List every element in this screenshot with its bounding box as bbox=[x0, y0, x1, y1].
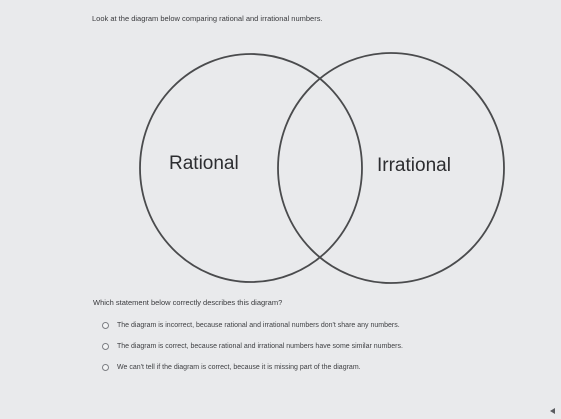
radio-unchecked-icon[interactable] bbox=[102, 342, 109, 350]
answer-option-label: The diagram is correct, because rational… bbox=[117, 342, 403, 350]
answer-option-label: We can't tell if the diagram is correct,… bbox=[117, 363, 361, 371]
radio-unchecked-icon[interactable] bbox=[102, 363, 109, 371]
answer-option-label: The diagram is incorrect, because ration… bbox=[117, 321, 400, 329]
answer-option[interactable]: The diagram is incorrect, because ration… bbox=[102, 320, 403, 330]
question-text: Which statement below correctly describe… bbox=[93, 298, 283, 307]
irrational-circle bbox=[277, 52, 505, 284]
answer-option[interactable]: We can't tell if the diagram is correct,… bbox=[102, 362, 403, 372]
irrational-label: Irrational bbox=[377, 155, 451, 176]
rational-circle bbox=[139, 53, 363, 283]
answer-option[interactable]: The diagram is correct, because rational… bbox=[102, 341, 403, 351]
triangle-left-icon bbox=[550, 408, 555, 414]
rational-label: Rational bbox=[169, 153, 239, 174]
radio-unchecked-icon[interactable] bbox=[102, 321, 109, 329]
question-prompt: Look at the diagram below comparing rati… bbox=[92, 14, 323, 23]
answer-options: The diagram is incorrect, because ration… bbox=[102, 320, 403, 383]
